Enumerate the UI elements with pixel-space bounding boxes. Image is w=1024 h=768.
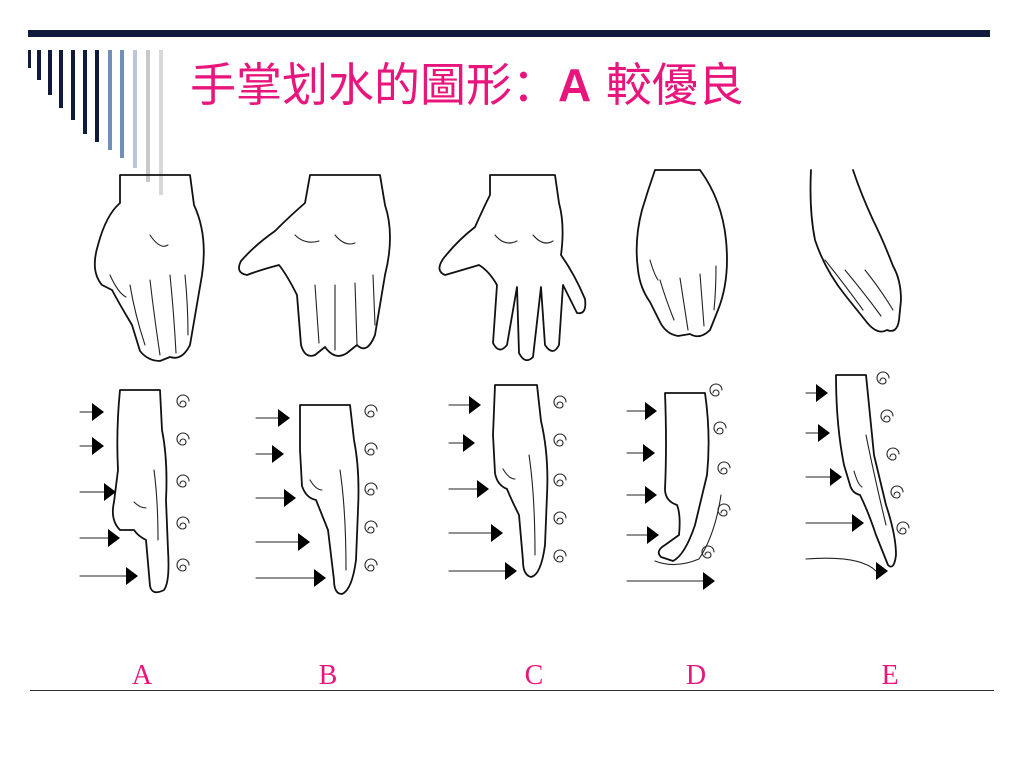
bar [37,50,41,80]
bottom-rule [30,690,994,691]
label-c: C [524,660,544,691]
hand-labels: A B C D E [0,660,1024,692]
flow-arrows-e [805,384,888,580]
vortex-swirls-e [876,371,910,535]
bar [28,50,31,68]
top-rule [28,30,990,37]
flow-arrows-c [448,396,517,580]
hand-c-top [438,174,587,362]
hand-a-top [93,174,205,362]
hand-b-side [255,404,378,595]
hand-b-top [238,174,391,357]
hand-stroke-diagram [79,169,910,595]
bar [146,50,150,182]
bar [159,50,163,195]
hand-d-top [635,169,728,338]
bar [108,50,112,150]
vortex-swirls-c [553,395,567,563]
flow-arrows-b [255,409,326,587]
bar [71,50,75,120]
hand-d-side [626,383,731,590]
label-b: B [318,660,338,691]
vortex-swirls-a [176,394,190,572]
bar [48,50,52,95]
title-text-end: 較優良 [591,58,744,112]
vortex-swirls-b [364,404,378,572]
flow-arrows-d [626,402,715,590]
flow-arrows-a [79,403,138,585]
bar [95,50,99,142]
hand-e-top [809,169,902,333]
bar [59,50,63,108]
label-e: E [881,660,899,691]
bar [133,50,137,168]
hand-e-side [805,371,910,580]
title-text: 手掌划水的圖形： [190,58,558,112]
label-a: A [131,660,153,691]
title-highlight: A [558,59,592,111]
label-d: D [685,660,707,691]
bar [83,50,87,134]
hand-a-side [79,389,190,594]
bar [120,50,124,158]
hand-c-side [448,384,567,580]
slide-title: 手掌划水的圖形：A 較優良 [190,62,744,108]
